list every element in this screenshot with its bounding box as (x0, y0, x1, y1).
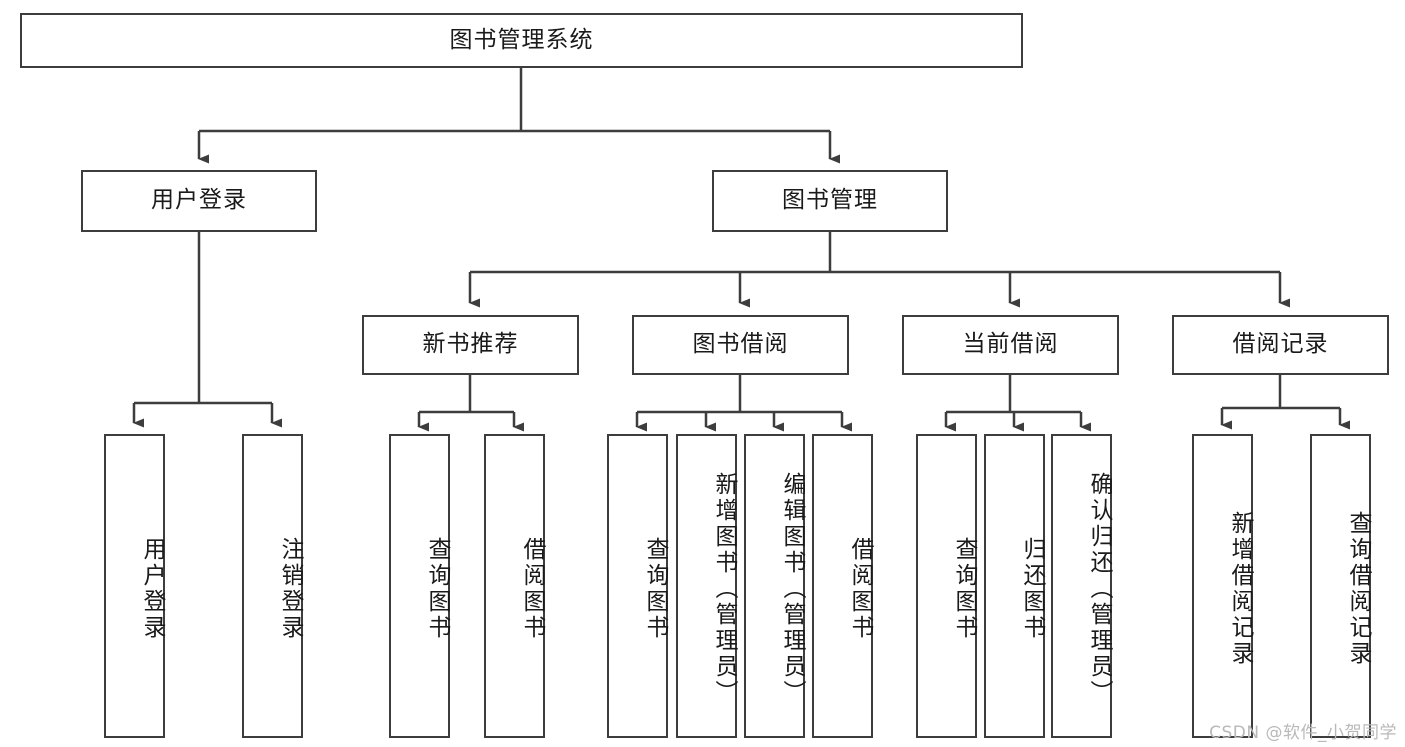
node-leaf-logout[interactable]: 注销登录 (242, 434, 303, 738)
node-leaf-return-book[interactable]: 归还图书 (984, 434, 1045, 738)
node-root[interactable]: 图书管理系统 (20, 13, 1023, 68)
node-leaf-query-book-borrow[interactable]: 查询图书 (607, 434, 668, 738)
node-book-borrow[interactable]: 图书借阅 (632, 315, 849, 375)
node-leaf-query-record[interactable]: 查询借阅记录 (1310, 434, 1371, 738)
node-leaf-confirm-return[interactable]: 确认归还（管理员） (1051, 434, 1112, 738)
node-current-borrow[interactable]: 当前借阅 (902, 315, 1119, 375)
node-user-login-label: 用户登录 (151, 187, 247, 214)
node-leaf-edit-book[interactable]: 编辑图书（管理员） (744, 434, 805, 738)
node-leaf-query-record-label: 查询借阅记录 (1345, 511, 1371, 667)
node-leaf-borrow-book-label: 借阅图书 (847, 537, 873, 641)
node-borrow-record-label: 借阅记录 (1232, 331, 1329, 358)
node-leaf-add-record-label: 新增借阅记录 (1227, 511, 1253, 667)
node-leaf-borrow-book[interactable]: 借阅图书 (812, 434, 873, 738)
node-leaf-add-book[interactable]: 新增图书（管理员） (676, 434, 737, 738)
node-leaf-confirm-return-label: 确认归还（管理员） (1086, 472, 1112, 706)
node-new-book-rec[interactable]: 新书推荐 (362, 315, 579, 375)
node-leaf-add-book-label: 新增图书（管理员） (711, 472, 737, 706)
node-leaf-edit-book-label: 编辑图书（管理员） (779, 472, 805, 706)
node-new-book-rec-label: 新书推荐 (422, 331, 519, 358)
node-leaf-user-login[interactable]: 用户登录 (104, 434, 165, 738)
node-leaf-user-login-label: 用户登录 (139, 537, 165, 641)
node-leaf-query-book-current[interactable]: 查询图书 (916, 434, 977, 738)
node-leaf-borrow-book-rec-label: 借阅图书 (519, 537, 545, 641)
node-leaf-add-record[interactable]: 新增借阅记录 (1192, 434, 1253, 738)
node-user-login[interactable]: 用户登录 (81, 170, 317, 232)
node-leaf-query-book-rec[interactable]: 查询图书 (389, 434, 450, 738)
node-root-label: 图书管理系统 (449, 26, 594, 53)
csdn-watermark: CSDN @软件_小贺同学 (1209, 723, 1397, 743)
node-leaf-query-book-current-label: 查询图书 (951, 537, 977, 641)
node-leaf-borrow-book-rec[interactable]: 借阅图书 (484, 434, 545, 738)
node-book-manage-label: 图书管理 (782, 187, 878, 214)
node-book-manage[interactable]: 图书管理 (712, 170, 948, 232)
node-current-borrow-label: 当前借阅 (962, 331, 1059, 358)
node-borrow-record[interactable]: 借阅记录 (1172, 315, 1389, 375)
node-leaf-return-book-label: 归还图书 (1019, 537, 1045, 641)
node-leaf-query-book-rec-label: 查询图书 (424, 537, 450, 641)
node-leaf-query-book-borrow-label: 查询图书 (642, 537, 668, 641)
node-book-borrow-label: 图书借阅 (692, 331, 789, 358)
node-leaf-logout-label: 注销登录 (277, 537, 303, 641)
